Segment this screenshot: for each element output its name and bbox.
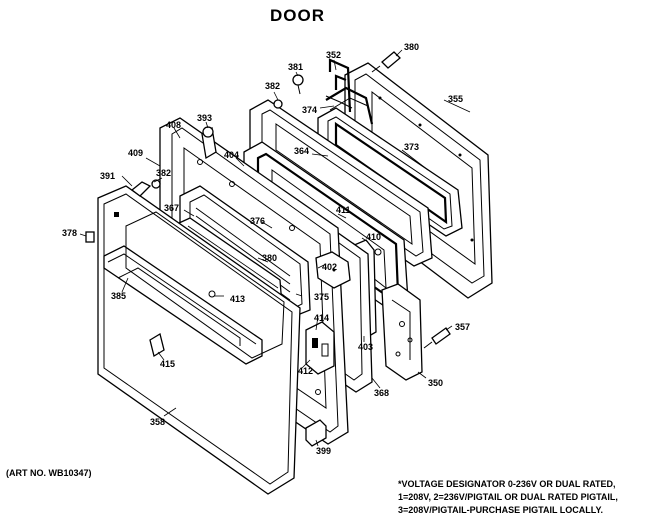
callout-409: 409 bbox=[128, 148, 143, 158]
callout-399: 399 bbox=[316, 446, 331, 456]
callout-380: 380 bbox=[404, 42, 419, 52]
hardware-fasteners bbox=[85, 51, 451, 447]
callout-350: 350 bbox=[428, 378, 443, 388]
leader-lines bbox=[79, 49, 471, 447]
callout-357: 357 bbox=[455, 322, 470, 332]
part-374-channel bbox=[325, 86, 374, 125]
callout-385: 385 bbox=[111, 291, 126, 301]
part-358-front-door-panel bbox=[97, 185, 301, 495]
callout-358: 358 bbox=[150, 417, 165, 427]
callout-410: 410 bbox=[366, 232, 381, 242]
callout-393: 393 bbox=[197, 113, 212, 123]
callout-374: 374 bbox=[302, 105, 317, 115]
callout-352: 352 bbox=[326, 50, 341, 60]
callout-364: 364 bbox=[294, 146, 309, 156]
callout-415: 415 bbox=[160, 359, 175, 369]
callout-403: 403 bbox=[358, 342, 373, 352]
callout-404: 404 bbox=[224, 150, 239, 160]
callout-412: 412 bbox=[298, 366, 313, 376]
voltage-note-line: *VOLTAGE DESIGNATOR 0-236V OR DUAL RATED… bbox=[398, 479, 616, 489]
callout-382: 382 bbox=[265, 81, 280, 91]
diagram-title: DOOR bbox=[270, 6, 325, 25]
callout-391: 391 bbox=[100, 171, 115, 181]
art-number: (ART NO. WB10347) bbox=[6, 468, 92, 478]
callout-408: 408 bbox=[166, 120, 181, 130]
part-402-support-bracket bbox=[315, 251, 351, 289]
part-350-hinge-bracket bbox=[381, 283, 423, 381]
voltage-note: *VOLTAGE DESIGNATOR 0-236V OR DUAL RATED… bbox=[398, 478, 618, 517]
callout-355: 355 bbox=[448, 94, 463, 104]
callout-380-lower: 380 bbox=[262, 253, 277, 263]
callout-375: 375 bbox=[314, 292, 329, 302]
voltage-note-line: 1=208V, 2=236V/PIGTAIL OR DUAL RATED PIG… bbox=[398, 492, 618, 502]
callout-labels: 352 380 381 382 355 374 393 408 364 373 … bbox=[62, 42, 470, 456]
callout-367: 367 bbox=[164, 203, 179, 213]
callout-368: 368 bbox=[374, 388, 389, 398]
callout-413: 413 bbox=[230, 294, 245, 304]
callout-376: 376 bbox=[250, 216, 265, 226]
callout-378: 378 bbox=[62, 228, 77, 238]
voltage-note-line: 3=208V/PIGTAIL-PURCHASE PIGTAIL LOCALLY. bbox=[398, 505, 603, 515]
callout-373: 373 bbox=[404, 142, 419, 152]
callout-411: 411 bbox=[336, 205, 351, 215]
callout-414: 414 bbox=[314, 313, 329, 323]
callout-382-left: 382 bbox=[156, 168, 171, 178]
callout-381: 381 bbox=[288, 62, 303, 72]
callout-402: 402 bbox=[322, 262, 337, 272]
